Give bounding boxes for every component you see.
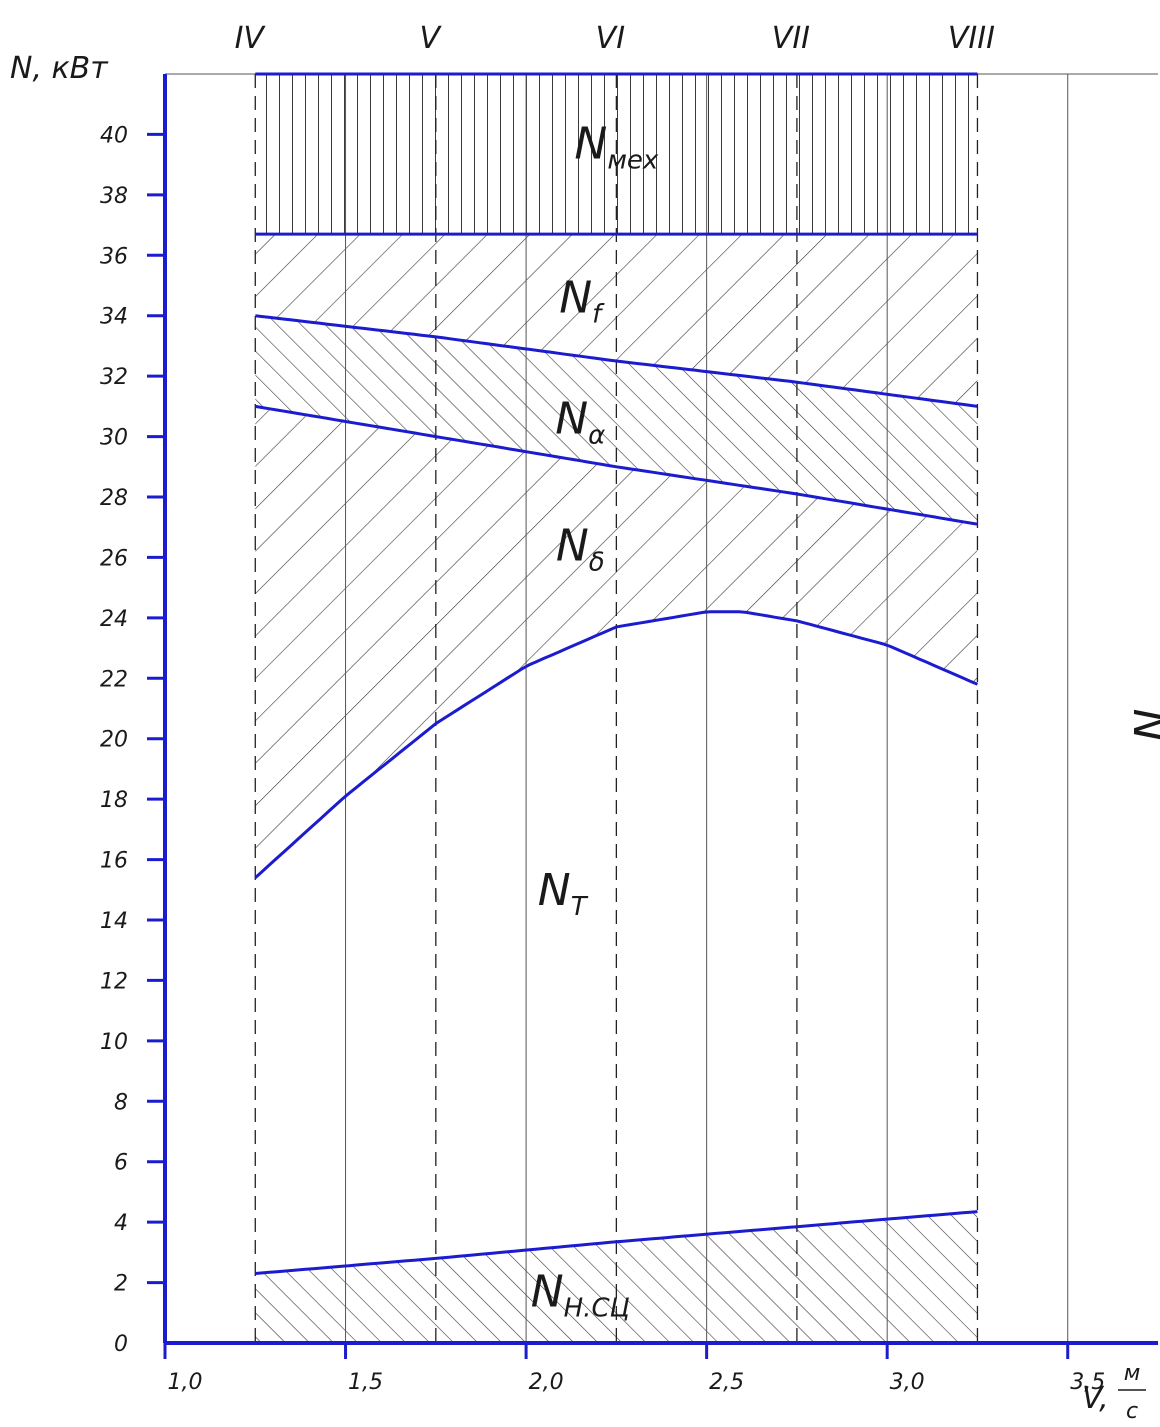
curve-n-t-top (254, 610, 979, 879)
y-tick-label-20: 40 (100, 123, 128, 148)
gear-lines (254, 74, 979, 1343)
y-tick-label-11: 22 (100, 667, 128, 692)
x-unit-denominator: с (1126, 1399, 1138, 1424)
gear-label-4: VIII (948, 21, 995, 56)
x-axis-title: V, (1082, 1381, 1109, 1416)
y-tick-label-0: 0 (114, 1332, 128, 1357)
region-label-0: Nмех (574, 119, 659, 176)
curve-n-nsc-top (255, 1210, 978, 1275)
y-axis-title: N, кВт (10, 51, 109, 86)
x-tick-label-0: 1,0 (168, 1370, 203, 1395)
x-tick-label-1: 1,5 (348, 1370, 383, 1395)
x-tick-label-4: 3,0 (890, 1370, 925, 1395)
y-tick-label-12: 24 (100, 607, 128, 632)
curve-n-f-bottom (255, 314, 978, 408)
y-tick-label-3: 6 (114, 1151, 128, 1176)
region-label-2: Nα (555, 394, 605, 451)
region-label-5: NН.СЦ (531, 1267, 630, 1324)
total-power-label: Nен (1126, 676, 1160, 742)
gear-label-2: VI (596, 21, 626, 56)
y-tick-label-15: 30 (100, 426, 128, 451)
curve-n-alpha-bottom (255, 404, 978, 526)
y-tick-label-4: 8 (114, 1090, 128, 1115)
curves (254, 72, 979, 1275)
y-tick-label-7: 14 (100, 909, 128, 934)
total-power-text: Nен (1126, 676, 1160, 742)
y-tick-label-19: 38 (100, 184, 128, 209)
y-tick-label-16: 32 (100, 365, 128, 390)
y-tick-label-2: 4 (114, 1211, 128, 1236)
y-tick-label-18: 36 (100, 244, 128, 269)
region-label-4: NT (538, 865, 589, 922)
y-tick-label-8: 16 (100, 849, 128, 874)
y-tick-label-17: 34 (100, 305, 128, 330)
gear-label-3: VII (772, 21, 810, 56)
y-tick-label-9: 18 (100, 788, 128, 813)
y-tick-label-10: 20 (100, 728, 128, 753)
y-tick-label-13: 26 (100, 546, 128, 571)
gear-label-1: V (420, 21, 443, 56)
y-tick-label-6: 12 (100, 969, 128, 994)
labels: 02468101214161820222426283032343638401,0… (10, 21, 1160, 1424)
x-unit-numerator: м (1124, 1361, 1141, 1386)
y-tick-label-1: 2 (114, 1272, 128, 1297)
x-tick-label-3: 2,5 (709, 1370, 744, 1395)
axes (147, 74, 1158, 1359)
x-tick-label-2: 2,0 (529, 1370, 564, 1395)
gear-label-0: IV (235, 21, 267, 56)
region-label-3: Nδ (556, 520, 605, 577)
x-tick-label-5: 3,5 (1070, 1370, 1105, 1395)
y-tick-label-14: 28 (100, 486, 128, 511)
y-tick-label-5: 10 (100, 1030, 128, 1055)
